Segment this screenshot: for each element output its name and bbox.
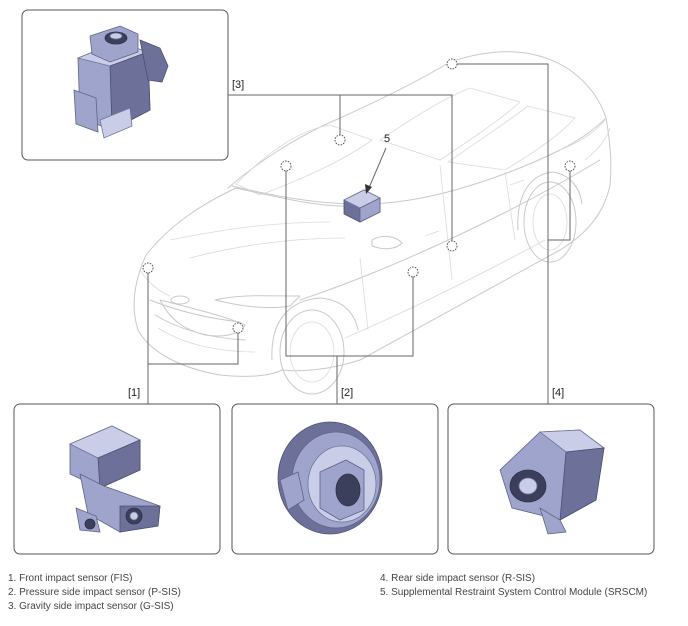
marker-g-sis-b — [446, 240, 458, 252]
p-sis-sensor-image — [277, 421, 383, 535]
car-outline — [133, 51, 612, 395]
callout-3: [3] — [232, 79, 244, 91]
leader-g-sis — [228, 94, 453, 244]
marker-r-sis-b — [564, 160, 576, 172]
leader-r-sis — [452, 63, 549, 404]
legend-right: 4. Rear side impact sensor (R-SIS) 5. Su… — [380, 572, 647, 600]
leader-p-sis — [285, 168, 414, 357]
r-sis-sensor-image — [499, 429, 606, 535]
legend-item-2: 2. Pressure side impact sensor (P-SIS) — [8, 587, 181, 598]
srscm-arrow-head — [365, 184, 372, 194]
legend-item-3: 3. Gravity side impact sensor (G-SIS) — [8, 601, 174, 612]
srscm-arrow — [367, 147, 387, 191]
callout-4: [4] — [552, 387, 564, 399]
g-sis-sensor-image — [73, 25, 169, 139]
legend-item-5: 5. Supplemental Restraint System Control… — [380, 587, 648, 598]
leader-fis-branch — [148, 330, 239, 365]
legend-item-1: 1. Front impact sensor (FIS) — [8, 573, 133, 584]
marker-fis-left — [142, 262, 154, 274]
leader-r-sis-branch — [548, 168, 571, 241]
marker-g-sis-a — [334, 134, 346, 146]
callout-5: 5 — [384, 133, 390, 145]
srscm-module — [343, 189, 381, 223]
callout-1: [1] — [128, 387, 140, 399]
marker-r-sis-a — [446, 58, 458, 70]
marker-p-sis-b — [407, 266, 419, 278]
marker-p-sis-a — [280, 160, 292, 172]
legend-left: 1. Front impact sensor (FIS) 2. Pressure… — [8, 572, 181, 614]
callout-2: [2] — [341, 387, 353, 399]
marker-fis-right — [232, 322, 244, 334]
fis-sensor-image — [69, 425, 161, 533]
legend-item-4: 4. Rear side impact sensor (R-SIS) — [380, 573, 536, 584]
srs-sensor-diagram: [3] 5 [1] [2] [4] — [13, 9, 655, 555]
